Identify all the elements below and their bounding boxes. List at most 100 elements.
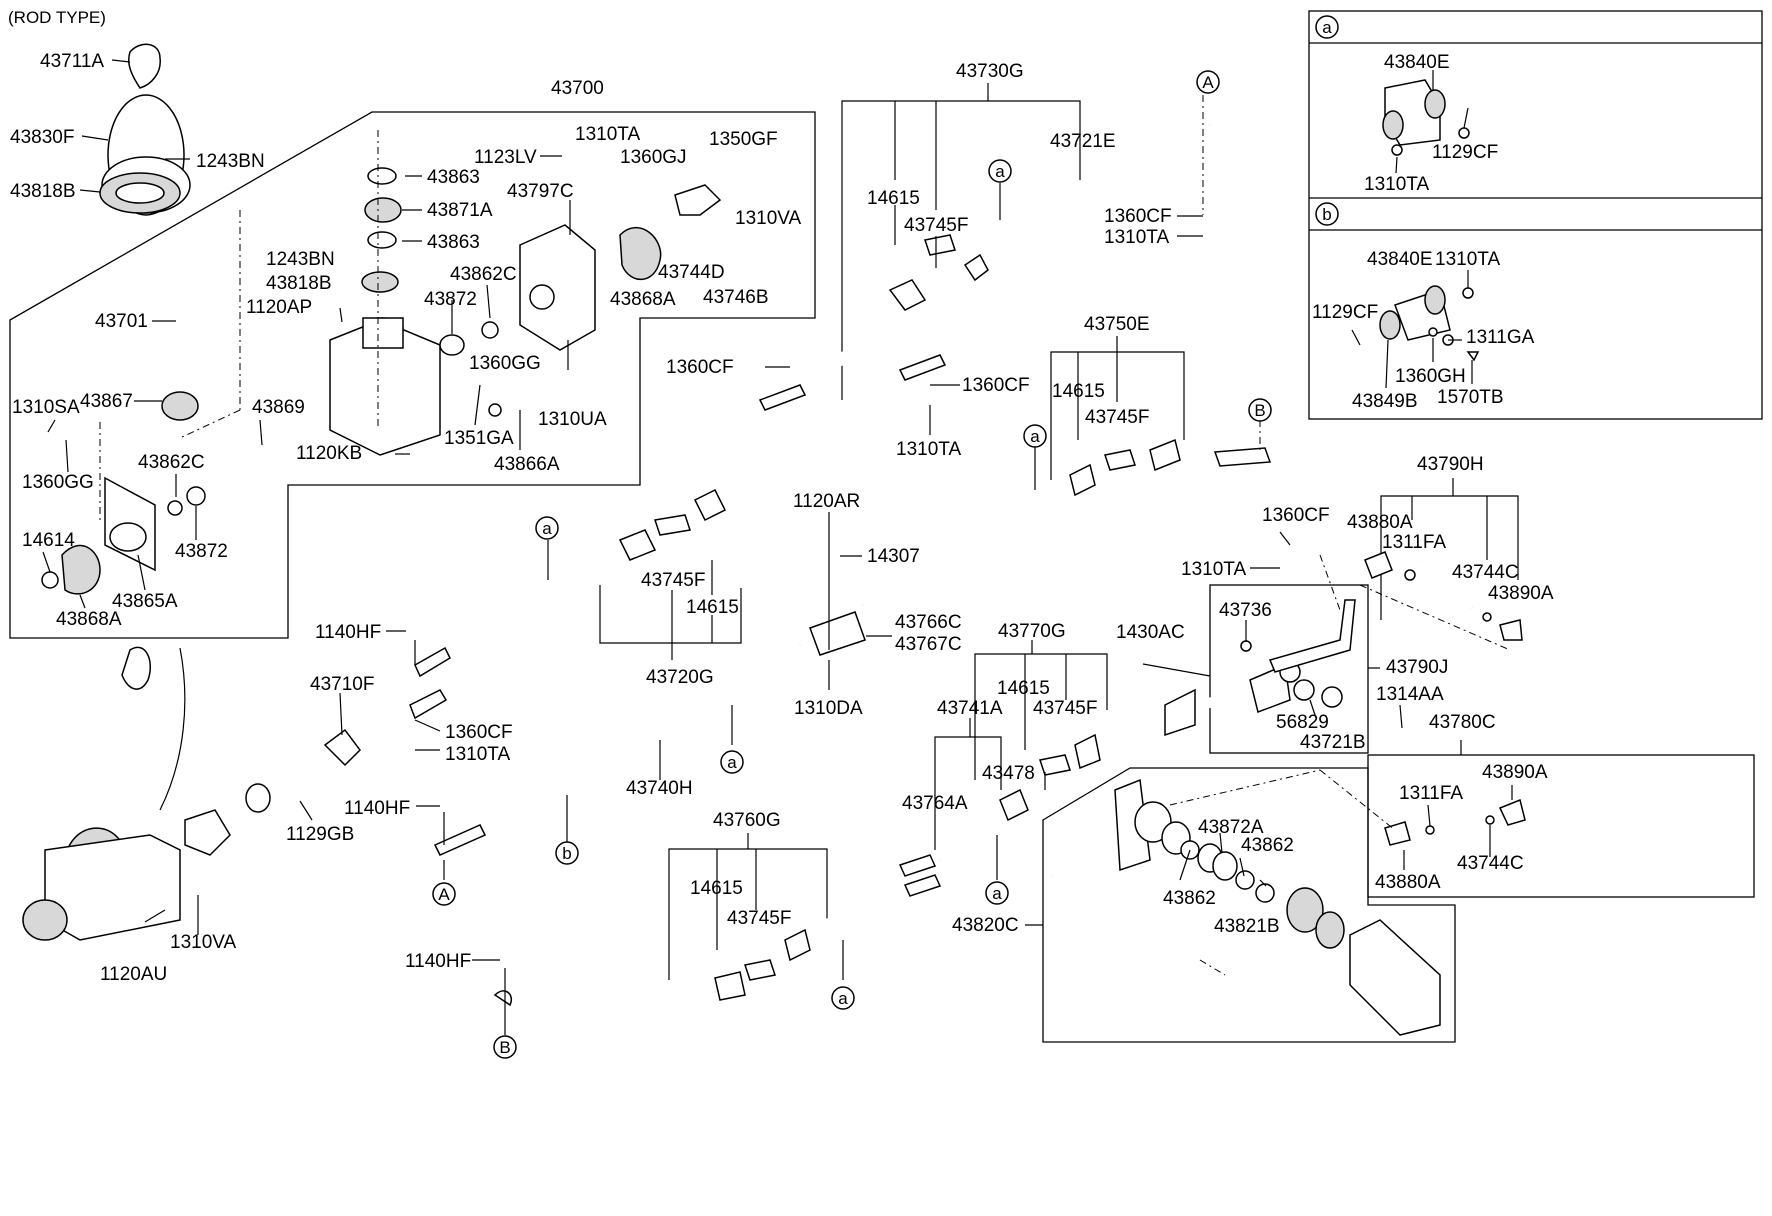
marker-circle: a — [988, 159, 1012, 183]
part-label: 43863 — [427, 232, 480, 253]
part-label: 1120AP — [246, 297, 312, 318]
part-label: 43744C — [1452, 562, 1519, 583]
part-label: 43862 — [1241, 835, 1294, 856]
part-label: 43745F — [1085, 407, 1149, 428]
assembly-43700-frame — [9, 111, 816, 639]
part-label: 43744D — [658, 262, 725, 283]
inset-a-marker: a — [1315, 15, 1339, 39]
svg-text:a: a — [1030, 427, 1040, 446]
part-label: 43767C — [895, 634, 962, 655]
part-label: 1360GG — [22, 472, 94, 493]
marker-circle: A — [432, 882, 456, 906]
part-label: 43868A — [56, 609, 122, 630]
part-label: 1310TA — [1104, 227, 1169, 248]
part-label: 1360CF — [666, 357, 734, 378]
part-label: 1310TA — [1435, 249, 1500, 270]
part-label: 43890A — [1482, 762, 1548, 783]
part-label: 43478 — [982, 763, 1035, 784]
part-label: 43745F — [727, 908, 791, 929]
svg-text:a: a — [838, 989, 848, 1008]
part-label: 1129GB — [286, 824, 354, 845]
svg-text:B: B — [1254, 401, 1265, 420]
part-label: 1310TA — [445, 744, 510, 765]
inset-b-marker: b — [1315, 202, 1339, 226]
inset-b-labels: 43840E 1310TA 1129CF 1311GA 1360GH 43849… — [1312, 249, 1535, 412]
group-brackets — [599, 83, 1519, 980]
part-label: 14615 — [1052, 381, 1105, 402]
part-label: 43700 — [551, 78, 604, 99]
part-label: 1360CF — [1262, 505, 1330, 526]
part-label: 43818B — [266, 273, 332, 294]
svg-text:b: b — [1322, 205, 1331, 224]
svg-text:a: a — [992, 884, 1002, 903]
part-label: 43736 — [1219, 600, 1272, 621]
part-label: 1129CF — [1432, 142, 1498, 163]
marker-circle: A — [1196, 70, 1220, 94]
part-label: 43862C — [138, 452, 205, 473]
part-label: 1243BN — [196, 151, 265, 172]
part-label: 43890A — [1488, 583, 1554, 604]
part-label: 14615 — [686, 597, 739, 618]
part-label: 1311FA — [1399, 783, 1463, 804]
part-label: 43740H — [626, 778, 693, 799]
inset-panel-frame — [1308, 10, 1763, 420]
part-label: 1314AA — [1376, 684, 1444, 705]
assembly-43820C-frame — [1042, 767, 1456, 1043]
marker-circle: a — [1023, 424, 1047, 448]
part-label: 1360CF — [445, 722, 513, 743]
part-label: 1120KB — [296, 443, 362, 464]
part-label: 43871A — [427, 200, 493, 221]
part-label: 1310VA — [170, 932, 237, 953]
part-label: 43770G — [998, 621, 1066, 642]
marker-circle: B — [493, 1035, 517, 1059]
part-label: 1360CF — [1104, 206, 1172, 227]
part-label: 1350GF — [709, 129, 778, 150]
part-label: 43780C — [1429, 712, 1496, 733]
part-label: 43760G — [713, 810, 781, 831]
part-label: 43730G — [956, 61, 1024, 82]
part-label: 14615 — [690, 878, 743, 899]
part-label: 1140HF — [405, 951, 471, 972]
part-label: 43840E — [1367, 249, 1433, 270]
part-label: 1430AC — [1116, 622, 1185, 643]
part-label: 1310TA — [1364, 174, 1429, 195]
part-label: 43745F — [904, 215, 968, 236]
part-label: 43720G — [646, 667, 714, 688]
part-label: 43741A — [937, 698, 1003, 719]
part-label: 43790J — [1386, 657, 1448, 678]
svg-text:A: A — [438, 885, 450, 904]
part-label: 43872 — [424, 289, 477, 310]
marker-circle: a — [985, 881, 1009, 905]
assembly-43790J-frame — [1209, 584, 1369, 754]
part-label: 56829 — [1276, 712, 1329, 733]
part-label: 1311GA — [1466, 327, 1535, 348]
part-label: 1360GG — [469, 353, 541, 374]
rod-type-heading: (ROD TYPE) — [8, 8, 106, 27]
part-label: 43701 — [95, 311, 148, 332]
part-label: 1310UA — [538, 409, 607, 430]
part-label: 43750E — [1084, 314, 1150, 335]
svg-text:B: B — [499, 1038, 510, 1057]
part-label: 1570TB — [1437, 387, 1504, 408]
part-label: 43840E — [1384, 52, 1450, 73]
part-label: 1311FA — [1382, 532, 1446, 553]
part-label: 43821B — [1214, 916, 1280, 937]
part-label: 1140HF — [315, 622, 381, 643]
part-label: 43710F — [310, 674, 374, 695]
part-label: 1360GH — [1395, 366, 1466, 387]
part-label: 43711A — [40, 51, 104, 72]
part-label: 1310TA — [1181, 559, 1246, 580]
rods — [159, 119, 1483, 1006]
part-label: 43863 — [427, 167, 480, 188]
part-label: 43862 — [1163, 888, 1216, 909]
part-label: 1310TA — [896, 439, 961, 460]
svg-text:a: a — [995, 162, 1005, 181]
part-label: 14307 — [867, 546, 920, 567]
marker-circle: B — [1248, 398, 1272, 422]
part-label: 1310DA — [794, 698, 863, 719]
part-label: 1351GA — [444, 428, 514, 449]
part-label: 43721E — [1050, 131, 1116, 152]
marker-circle: a — [831, 986, 855, 1010]
svg-text:A: A — [1202, 73, 1214, 92]
inset-a-labels: 43840E 1129CF 1310TA — [1364, 52, 1498, 195]
